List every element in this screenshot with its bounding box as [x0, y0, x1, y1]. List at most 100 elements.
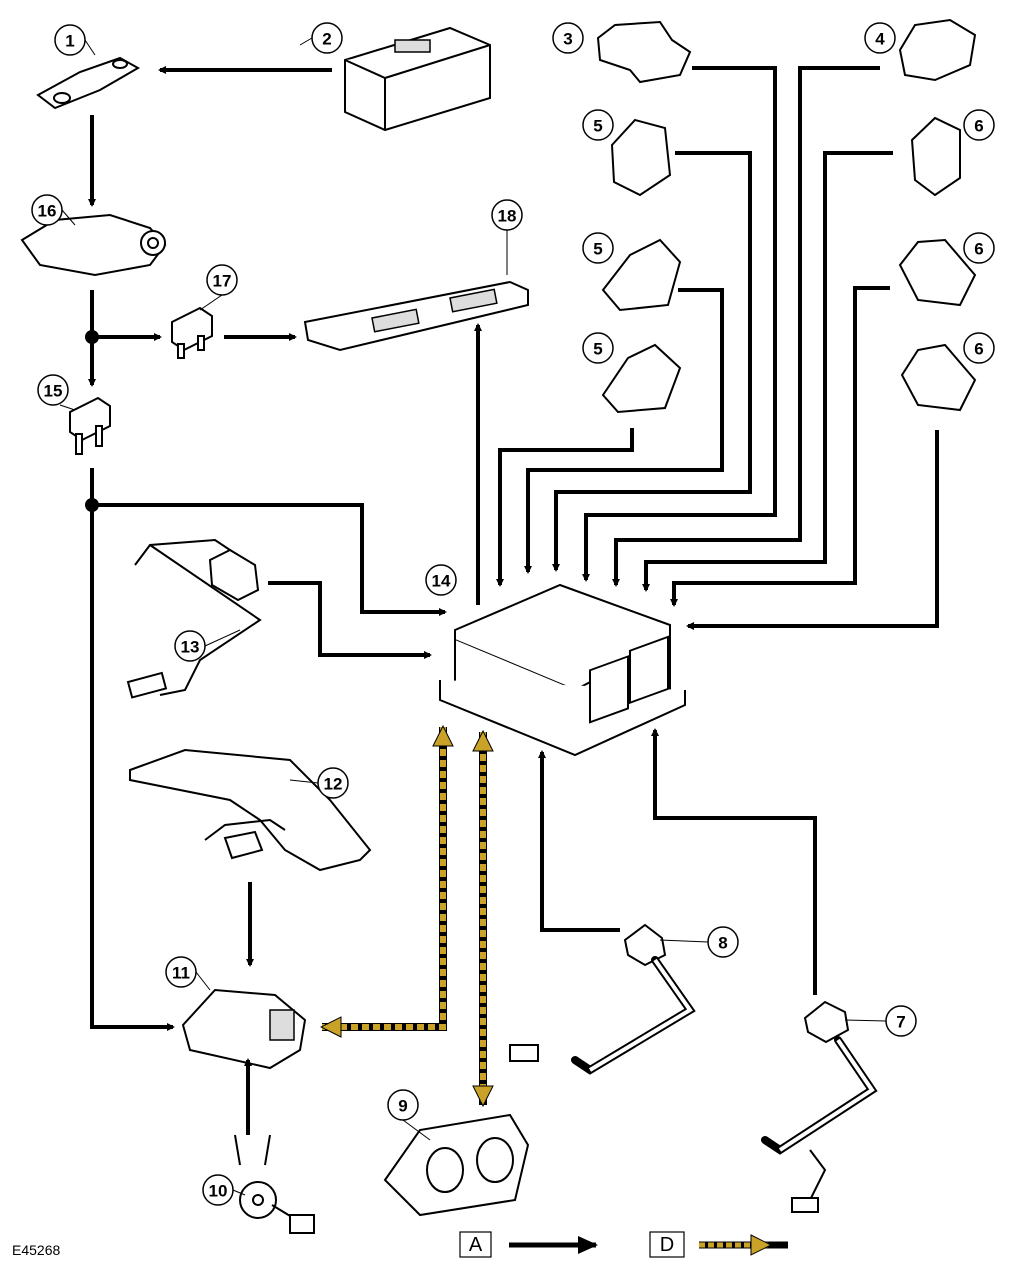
belt-tension-sensor-drawing	[234, 1134, 315, 1234]
links-dashed	[322, 727, 483, 1105]
connection-solid	[642, 151, 893, 592]
restraints-module-drawing	[439, 583, 686, 757]
leader-line	[84, 39, 96, 56]
callout-circle	[54, 24, 86, 56]
callout-16: 16	[31, 194, 76, 226]
callout-circle	[963, 232, 995, 264]
callout-18: 18	[491, 199, 523, 275]
callout-circle	[963, 109, 995, 141]
callout-number: 6	[974, 240, 983, 259]
junction-dot	[85, 330, 99, 344]
callout-number: 3	[563, 30, 572, 49]
callout-7: 7	[844, 1005, 917, 1037]
callout-number: 9	[398, 1097, 407, 1116]
battery-drawing	[344, 26, 491, 132]
callout-8: 8	[659, 926, 739, 958]
callout-6: 6	[963, 332, 995, 364]
callout-12: 12	[289, 767, 349, 799]
connection-solid	[496, 428, 634, 587]
impact-sensors-drawings	[596, 18, 977, 414]
callout-1: 1	[54, 24, 96, 56]
callout-3: 3	[552, 22, 584, 54]
leader-line	[232, 1189, 246, 1196]
callout-number: 17	[213, 272, 232, 291]
callout-number: 15	[44, 382, 63, 401]
leader-line	[204, 629, 241, 647]
connection-solid	[651, 728, 817, 995]
callout-circle	[387, 1089, 419, 1121]
callout-circle	[202, 1174, 234, 1206]
callout-6: 6	[963, 109, 995, 141]
callout-circle	[311, 22, 343, 54]
callout-15: 15	[37, 374, 76, 411]
connection-solid	[90, 468, 175, 1031]
callout-5: 5	[582, 109, 614, 141]
leader-line	[59, 404, 76, 411]
leader-line	[61, 209, 76, 226]
connection-solid	[686, 430, 939, 630]
callout-number: 2	[322, 30, 331, 49]
leader-line	[844, 1019, 887, 1022]
callout-circle	[963, 332, 995, 364]
seat-sensor-drawing	[126, 538, 262, 699]
fuse-15-drawing	[69, 396, 111, 455]
callout-4: 4	[864, 22, 896, 54]
instrument-cluster-drawing	[383, 1113, 530, 1217]
occupant-sensor-drawing	[129, 748, 372, 872]
callout-11: 11	[165, 956, 211, 991]
callout-number: 13	[181, 638, 200, 657]
callout-13: 13	[174, 629, 241, 662]
callout-number: 4	[875, 30, 885, 49]
leader-line	[299, 37, 313, 46]
callout-number: 11	[172, 964, 190, 983]
links-solid	[88, 66, 939, 1135]
ignition-switch-drawing	[20, 213, 167, 277]
leader-line	[199, 294, 223, 311]
callout-14: 14	[425, 564, 457, 596]
connection-solid	[538, 750, 620, 932]
callout-number: 18	[498, 207, 517, 226]
leader-line	[195, 971, 211, 991]
callout-circle	[206, 264, 238, 296]
callout-circle	[425, 564, 457, 596]
callout-circle	[864, 22, 896, 54]
leader-line	[402, 1119, 431, 1141]
connection-solid	[670, 286, 890, 607]
callout-5: 5	[582, 232, 614, 264]
callout-number: 6	[974, 117, 983, 136]
callout-circle	[552, 22, 584, 54]
callout-circle	[491, 199, 523, 231]
connection-solid	[524, 288, 724, 574]
callout-number: 5	[593, 340, 602, 359]
callout-circle	[31, 194, 63, 226]
callout-circle	[37, 374, 69, 406]
legend-item-a: A	[459, 1231, 598, 1258]
battery-terminal-drawing	[36, 56, 141, 110]
fuse-17-drawing	[171, 306, 213, 359]
connection-solid	[92, 503, 447, 616]
legend-item-d: D	[649, 1231, 788, 1258]
callout-number: 12	[324, 775, 343, 794]
legend-key-d: D	[660, 1234, 674, 1256]
figure-id: E45268	[12, 1242, 60, 1258]
ocs-module-drawing	[181, 988, 307, 1070]
callout-circle	[582, 109, 614, 141]
parts	[20, 18, 977, 1234]
callout-circle	[885, 1005, 917, 1037]
callout-number: 7	[896, 1013, 905, 1032]
callout-number: 14	[432, 572, 451, 591]
callout-circle	[582, 332, 614, 364]
callout-circle	[707, 926, 739, 958]
callout-10: 10	[202, 1174, 246, 1206]
callout-17: 17	[199, 264, 238, 311]
callout-5: 5	[582, 332, 614, 364]
connection-solid	[268, 581, 432, 659]
legend: A D	[459, 1231, 788, 1258]
overhead-console-drawing	[303, 280, 529, 352]
connection-solid	[612, 66, 880, 587]
leader-line	[659, 939, 709, 943]
connection-dashed	[322, 727, 443, 1027]
